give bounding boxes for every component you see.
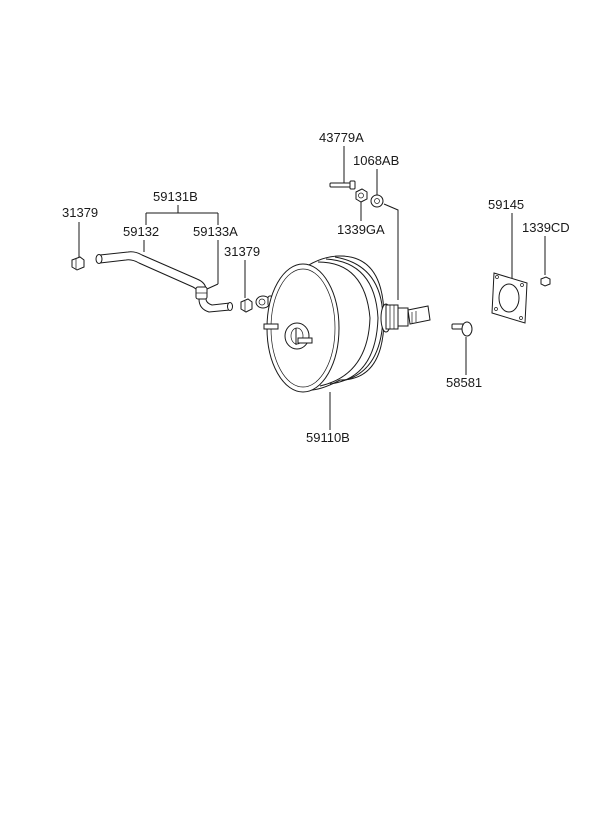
label-43779A: 43779A <box>319 130 364 145</box>
label-31379-right: 31379 <box>224 244 260 259</box>
nut-1339GA <box>355 188 368 203</box>
label-1339GA: 1339GA <box>337 222 385 237</box>
bolt-43779A <box>329 180 356 190</box>
label-1339CD: 1339CD <box>522 220 570 235</box>
booster-push-rod <box>380 303 431 333</box>
vacuum-hose-assembly <box>71 251 277 313</box>
label-1068AB: 1068AB <box>353 153 399 168</box>
front-stud-lower <box>297 337 313 344</box>
label-59145: 59145 <box>488 197 524 212</box>
washer-1068AB <box>370 194 384 208</box>
clevis-pin-58581 <box>451 321 473 337</box>
label-59110B: 59110B <box>306 430 350 445</box>
front-stud-upper <box>263 323 279 330</box>
gasket-59145 <box>491 272 528 324</box>
hose-clip-left <box>71 256 85 271</box>
label-58581: 58581 <box>446 375 482 390</box>
label-59133A: 59133A <box>193 224 238 239</box>
hose-clip-right <box>240 298 253 313</box>
label-59132: 59132 <box>123 224 159 239</box>
label-31379-left: 31379 <box>62 205 98 220</box>
nut-1339CD <box>540 276 551 287</box>
brake-booster <box>263 255 431 393</box>
label-59131B: 59131B <box>153 189 198 204</box>
hose-connector <box>195 286 208 300</box>
leader-lines <box>78 146 546 430</box>
